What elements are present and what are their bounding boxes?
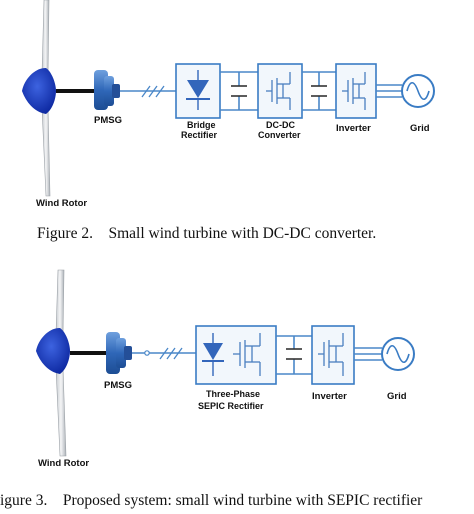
grid-source-icon (381, 337, 415, 371)
sepic-rectifier-label-line2: SEPIC Rectifier (198, 401, 264, 411)
pmsg-generator-icon (94, 70, 120, 110)
bridge-rectifier-block (175, 63, 221, 119)
pmsg-label: PMSG (104, 380, 132, 391)
sepic-rectifier-block (195, 325, 277, 385)
three-phase-line (120, 85, 176, 98)
dcdc-converter-label-line1: DC-DC (266, 120, 295, 130)
wind-rotor-icon (22, 0, 98, 197)
figure-2: PMSG Bridge Rectifier (22, 0, 435, 242)
ac-output-lines (376, 84, 402, 98)
figure-3: PMSG (0, 269, 423, 509)
wind-rotor-label: Wind Rotor (36, 198, 87, 209)
dcdc-converter-block (257, 63, 303, 119)
inverter-label: Inverter (312, 391, 347, 402)
three-phase-line (132, 347, 196, 360)
grid-label: Grid (410, 123, 430, 134)
figure-3-caption: igure 3. Proposed system: small wind tur… (0, 492, 423, 509)
ac-output-lines (354, 347, 382, 361)
grid-label: Grid (387, 391, 407, 402)
dc-link-capacitor-1 (220, 71, 258, 111)
inverter-block (335, 63, 377, 119)
grid-source-icon (401, 74, 435, 108)
pmsg-label: PMSG (94, 115, 122, 126)
dcdc-converter-label-line2: Converter (258, 130, 301, 140)
inverter-block (311, 325, 355, 385)
wind-rotor-label: Wind Rotor (38, 458, 89, 469)
pmsg-generator-icon (106, 332, 132, 374)
sepic-rectifier-label-line1: Three-Phase (206, 389, 260, 399)
dc-link-capacitor (276, 335, 312, 375)
wind-rotor-icon (36, 269, 108, 457)
dc-link-capacitor-2 (302, 71, 336, 111)
figure-2-caption: Figure 2. Small wind turbine with DC-DC … (37, 225, 376, 242)
bridge-rectifier-label-line1: Bridge (187, 120, 216, 130)
inverter-label: Inverter (336, 123, 371, 134)
bridge-rectifier-label-line2: Rectifier (181, 130, 218, 140)
